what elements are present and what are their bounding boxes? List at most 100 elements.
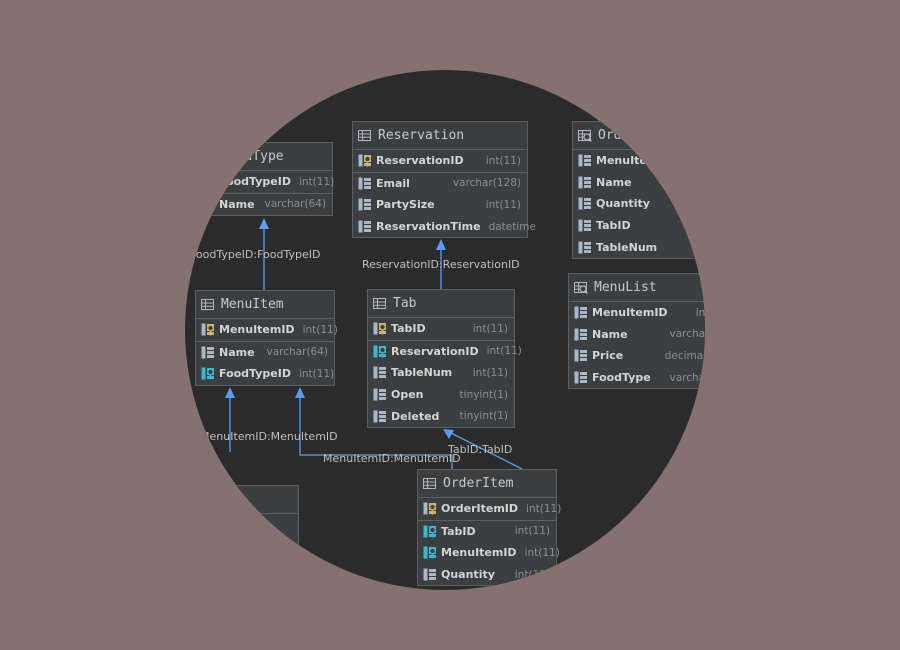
column-icon	[578, 154, 592, 167]
column-name: FoodTypeID	[219, 367, 291, 381]
column-type: int(11)	[695, 306, 705, 319]
column-icon	[373, 388, 387, 401]
column-type: int(11)	[485, 198, 521, 211]
table-header[interactable]: MenuList	[569, 274, 705, 302]
table-icon	[373, 297, 387, 310]
column-type: int(11)	[699, 219, 705, 232]
column-row[interactable]: Name varchar(64)	[196, 194, 332, 216]
table-header[interactable]: OrderItem	[418, 470, 556, 498]
column-name: OrderItemID	[441, 502, 519, 516]
column-type: int(11)	[699, 154, 705, 167]
column-type: varchar(64)	[264, 198, 326, 211]
diagram-viewport[interactable]: FoodTypeID:FoodTypeID ReservationID:Rese…	[185, 70, 705, 590]
column-icon	[574, 328, 588, 341]
key-separator	[353, 171, 527, 173]
table-header[interactable]: FoodType	[196, 143, 332, 171]
table-name: Tab	[393, 296, 417, 311]
column-type: int(11)	[524, 546, 560, 559]
edge-orderitem-tab	[446, 430, 523, 470]
table-header[interactable]: Reservation	[353, 122, 527, 150]
column-type: int(11)	[298, 367, 335, 380]
column-row[interactable]: OrderItemID int(11)	[418, 498, 561, 520]
table-name: MenuList	[594, 280, 657, 295]
column-name: PartySize	[376, 198, 435, 212]
column-row[interactable]: Pricedecimal(5,2)	[569, 345, 705, 367]
column-icon	[201, 198, 215, 211]
column-type: decimal(5,2)	[664, 349, 705, 362]
foreign-key-column-icon	[423, 525, 437, 538]
column-icon	[201, 346, 215, 359]
column-icon	[578, 197, 592, 210]
edge-orderitem-menuitem	[299, 390, 453, 469]
foreign-key-column-icon	[373, 345, 387, 358]
column-row[interactable]: FoodTypevarchar(64)	[569, 367, 705, 389]
arrowhead	[295, 387, 305, 398]
table-header[interactable]: OrderView	[573, 122, 705, 150]
column-name: Name	[596, 175, 632, 189]
column-name: ReservationID	[376, 154, 464, 168]
view-orderview[interactable]: OrderViewMenuItemIDint(11) Name varchar(64…	[572, 121, 705, 259]
column-row[interactable]: FoodTypeID int(11)	[196, 363, 334, 385]
edge-label-reservation: ReservationID:ReservationID	[362, 258, 520, 271]
table-name: OrderView	[598, 128, 669, 143]
column-type: int(11)	[472, 322, 508, 335]
column-name: FoodType	[592, 371, 651, 385]
column-icon	[358, 198, 372, 211]
table-header[interactable]: Tab	[368, 290, 514, 318]
column-row[interactable]: Name varchar(64)	[573, 172, 705, 194]
table-name: FoodType	[221, 149, 284, 164]
column-row[interactable]: ReservationTime datetime	[353, 216, 536, 238]
column-type: int(11)	[514, 568, 550, 581]
column-type: int(11)	[526, 502, 562, 515]
primary-key-column-icon	[201, 175, 215, 188]
column-type: tinyint(1)	[459, 388, 508, 401]
column-type: datetime	[488, 220, 536, 233]
column-type: int(11)	[472, 366, 508, 379]
column-name: FoodTypeID	[219, 175, 291, 189]
primary-key-column-icon	[358, 154, 372, 167]
table-header[interactable]	[185, 486, 298, 514]
column-name: ReservationTime	[376, 220, 481, 234]
view-menulist[interactable]: MenuListMenuItemIDint(11)Namevarchar(64)…	[568, 273, 705, 390]
column-icon	[574, 349, 588, 362]
column-type: int(11)	[514, 525, 550, 538]
column-type: varchar(64)	[266, 346, 328, 359]
column-row[interactable]: PartySize int(11)	[353, 194, 527, 216]
edge-label-menuitem-right: MenuItemID:MenuItemID	[323, 452, 461, 465]
table-partial[interactable]	[185, 485, 299, 590]
column-type: varchar(64)	[673, 176, 705, 189]
primary-key-column-icon	[201, 323, 215, 336]
column-type: varchar(64)	[669, 328, 705, 341]
column-name: Name	[219, 197, 255, 211]
table-header[interactable]: MenuItem	[196, 291, 334, 319]
view-icon	[574, 281, 588, 294]
table-icon	[358, 129, 372, 142]
column-type: int(11)	[486, 345, 522, 358]
column-name: Deleted	[391, 409, 440, 423]
column-name: TableNum	[596, 240, 658, 254]
